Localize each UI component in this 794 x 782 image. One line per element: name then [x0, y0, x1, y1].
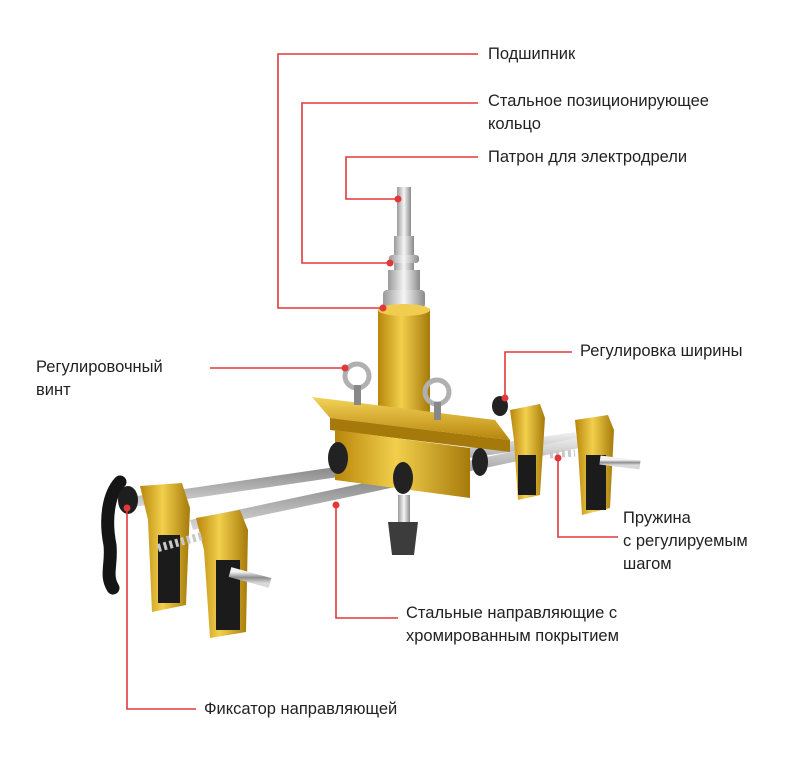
left-clamp [101, 475, 190, 612]
callout-markers [123, 195, 562, 512]
label-adjusting-screw: Регулировочный винт [36, 358, 163, 399]
label-positioning-ring: Стальное позиционирующее кольцо [488, 92, 709, 133]
top-plate [312, 397, 510, 452]
label-steel-guides: Стальные направляющие с хромированным по… [406, 604, 619, 645]
front-clamp [156, 510, 272, 638]
label-drill-chuck: Патрон для электродрели [488, 148, 688, 166]
black-knobs [328, 396, 508, 494]
label-spring: Пружина с регулируемым шагом [623, 509, 748, 573]
center-column [378, 304, 430, 424]
eye-bolts [342, 361, 452, 420]
right-clamp [510, 404, 641, 515]
label-bearing: Подшипник [488, 45, 576, 63]
drill-chuck-spindle [383, 187, 425, 308]
label-width-adjustment: Регулировка ширины [580, 342, 743, 360]
callout-lines [126, 53, 618, 710]
label-guide-lock: Фиксатор направляющей [204, 700, 398, 718]
